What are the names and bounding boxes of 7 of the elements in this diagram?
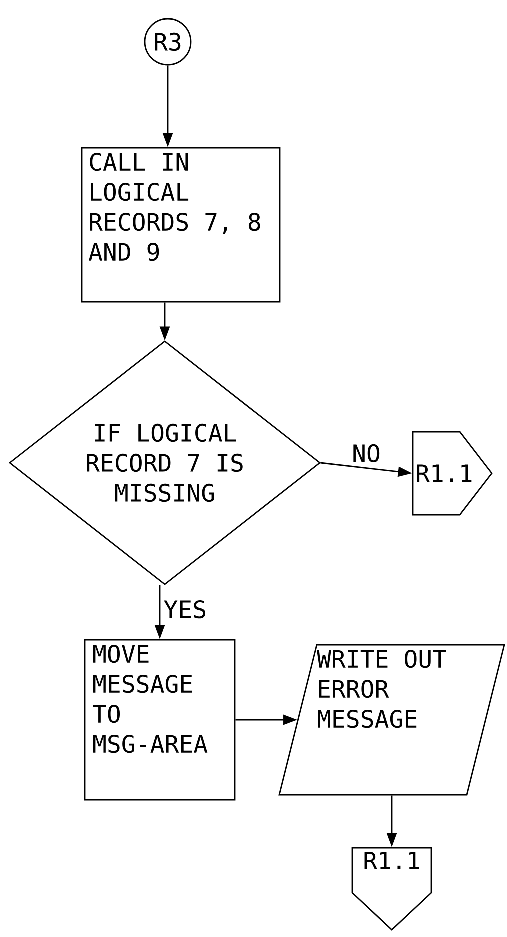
- off-page-connector: R1.1: [352, 847, 432, 931]
- edge-label: NO: [354, 444, 380, 463]
- off-page-connector: R1.1: [412, 431, 493, 516]
- process-box: CALL IN LOGICAL RECORDS 7, 8 AND 9: [81, 147, 281, 303]
- edge-label: YES: [164, 600, 206, 619]
- output-parallelogram: WRITE OUT ERROR MESSAGE: [278, 644, 506, 796]
- process-box: MOVE MESSAGE TO MSG-AREA: [84, 639, 236, 801]
